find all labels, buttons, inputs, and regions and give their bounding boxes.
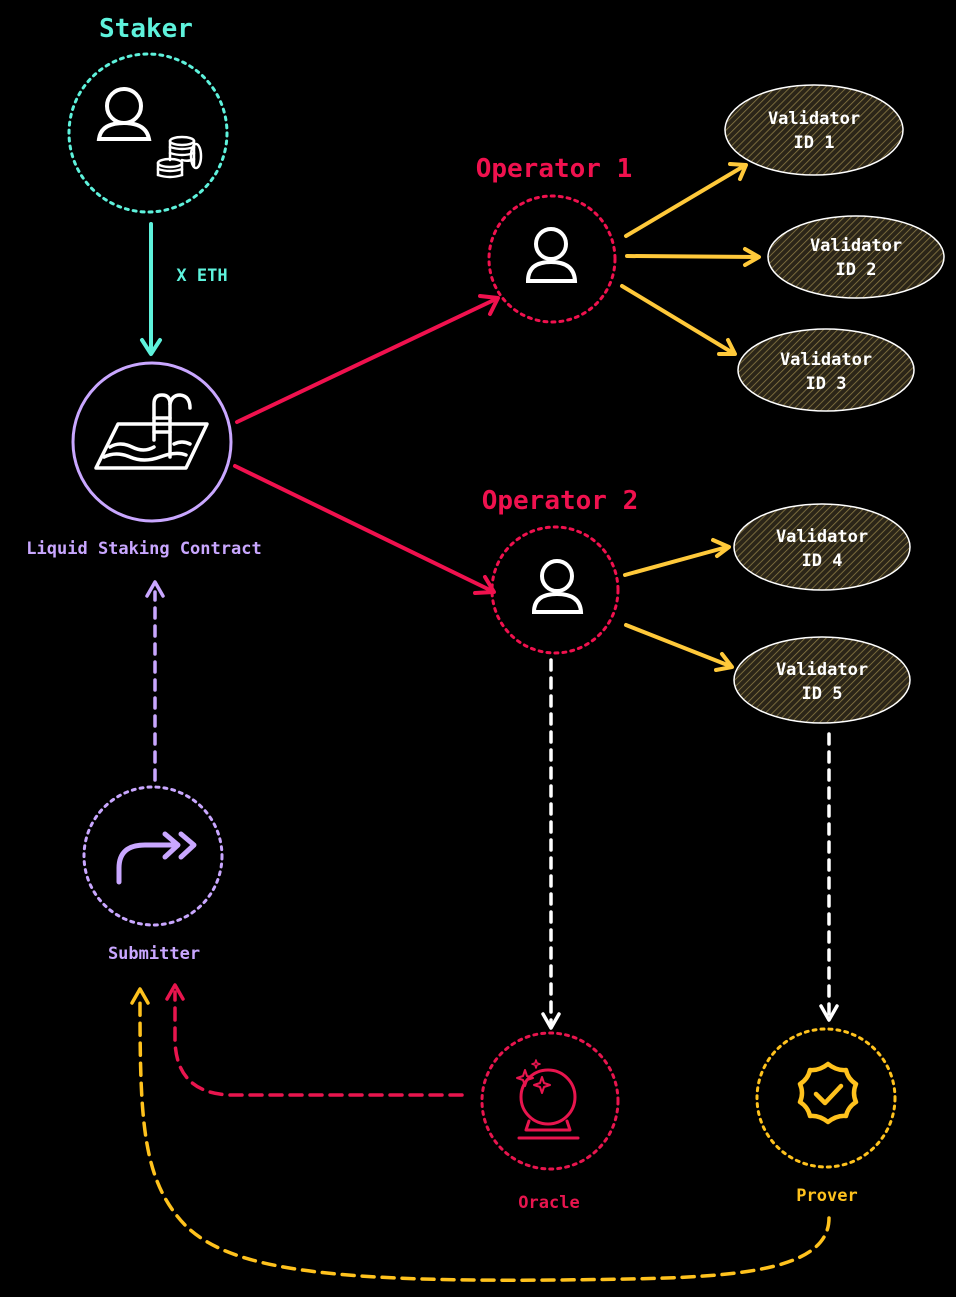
operator2-node — [490, 525, 620, 655]
prover-node — [755, 1027, 897, 1169]
validator-label-line2: ID 4 — [802, 551, 843, 571]
staker-to-contract-arrow — [140, 222, 162, 356]
validator-label-line1: Validator — [776, 660, 868, 680]
contract-label: Liquid Staking Contract — [26, 539, 261, 559]
user-icon — [525, 227, 578, 283]
validator-node: Validator ID 5 — [733, 636, 911, 724]
contract-to-operator2-arrow — [233, 464, 496, 595]
validator-node: Validator ID 2 — [767, 215, 945, 299]
validator-label-line1: Validator — [776, 527, 868, 547]
validator-node: Validator ID 1 — [724, 84, 904, 176]
operator1-title: Operator 1 — [476, 154, 633, 184]
staker-node — [67, 52, 229, 214]
validator-label-line2: ID 2 — [836, 260, 877, 280]
oracle-node — [480, 1031, 620, 1171]
staker-title: Staker — [99, 14, 193, 44]
validator-label-line1: Validator — [780, 350, 872, 370]
operator2-to-oracle-arrow — [541, 658, 561, 1030]
validator-label-line2: ID 3 — [806, 374, 847, 394]
validator5-to-prover-arrow — [819, 732, 839, 1022]
submitter-label: Submitter — [108, 944, 200, 964]
user-with-coins-icon — [96, 87, 203, 179]
crystal-ball-icon — [516, 1059, 580, 1140]
operator2-title: Operator 2 — [482, 486, 639, 516]
operator1-validator-links — [620, 162, 761, 356]
operator2-validator-links — [623, 538, 734, 672]
swimming-pool-icon — [94, 393, 209, 470]
user-icon — [531, 559, 584, 614]
validator-node: Validator ID 4 — [733, 503, 911, 591]
validator-label-line1: Validator — [768, 109, 860, 129]
validator-label-line2: ID 5 — [802, 684, 843, 704]
validator-label-line1: Validator — [810, 236, 902, 256]
prover-label: Prover — [796, 1186, 857, 1206]
contract-to-operator1-arrow — [235, 294, 500, 424]
validator-node: Validator ID 3 — [737, 328, 915, 412]
validator-label-line2: ID 1 — [794, 133, 835, 153]
verified-badge-icon — [797, 1061, 859, 1125]
submitter-to-contract-arrow — [145, 580, 165, 782]
operator1-node — [487, 194, 617, 324]
staker-flow-label: X ETH — [176, 266, 227, 286]
oracle-label: Oracle — [518, 1193, 579, 1213]
contract-node — [71, 361, 233, 523]
forward-arrow-icon — [116, 831, 197, 885]
oracle-to-submitter-arrow — [165, 983, 464, 1097]
prover-to-submitter-arrow — [130, 987, 831, 1282]
submitter-node — [82, 785, 224, 927]
